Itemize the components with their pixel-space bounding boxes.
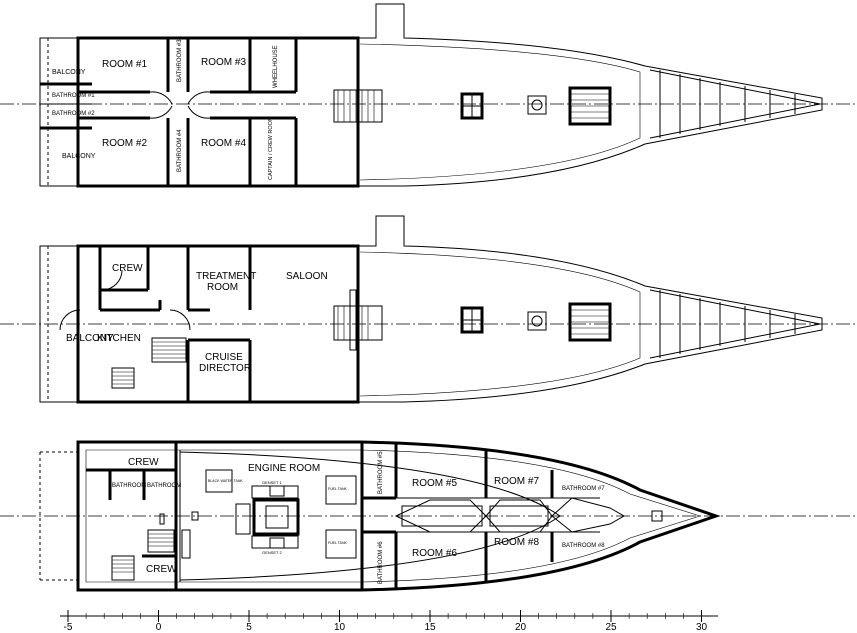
scale-tick-label: 25 [605,622,617,633]
label-genset-2: GENSET 2 [262,550,282,555]
label-genset-1: GENSET 1 [262,480,282,485]
label-kitchen: KITCHEN [97,333,141,344]
label-bathroom-4: BATHROOM #4 [177,129,183,172]
scale-tick-label: 20 [515,622,527,633]
label-crew-top: CREW [128,457,159,468]
label-bathroom-8: BATHROOM #8 [562,543,605,549]
label-saloon: SALOON [286,271,328,282]
label-balcony-main: BALCONY [66,333,114,344]
lower-deck: CREW BATHROOM BATHROOM CREW ENGINE ROOM … [0,440,857,592]
label-room-1: ROOM #1 [102,59,147,70]
label-room-6: ROOM #6 [412,548,457,559]
scale-tick-label: 30 [696,622,708,633]
scale-bar: -5 0 5 10 15 20 25 30 [60,610,718,633]
label-bathroom-6: BATHROOM #6 [378,541,384,584]
label-bathroom-a: BATHROOM [112,483,146,489]
label-fuel-tank-2: FUEL TANK [328,541,347,545]
scale-tick-label: 10 [334,622,346,633]
label-room-2: ROOM #2 [102,138,147,149]
label-engine-room: ENGINE ROOM [248,463,320,474]
label-balcony-top: BALCONY [52,69,86,76]
label-director: DIRECTOR [199,363,251,374]
label-room-4: ROOM #4 [201,138,246,149]
label-balcony-bottom: BALCONY [62,153,96,160]
label-wheelhouse: WHEELHOUSE [273,45,279,88]
scale-tick-label: -5 [64,622,73,633]
scale-tick-label: 0 [156,622,162,633]
label-bathroom-7: BATHROOM #7 [562,486,605,492]
lower-hull-outline [76,440,721,592]
main-hull-outline [39,215,823,403]
label-bathroom-1: BATHROOM #1 [52,93,95,99]
main-stair [333,305,383,341]
label-bathroom-2: BATHROOM #2 [52,111,95,117]
label-room-7: ROOM #7 [494,476,539,487]
label-room-5: ROOM #5 [412,478,457,489]
scale-tick-label: 15 [424,622,436,633]
label-cruise: CRUISE [205,352,243,363]
upper-stair [333,89,383,123]
label-bathroom-5: BATHROOM #5 [378,451,384,494]
label-room-8: ROOM #8 [494,537,539,548]
upper-hull-outline [39,3,823,187]
label-bathroom-3: BATHROOM #3 [177,39,183,82]
label-crew-bottom: CREW [146,564,177,575]
scale-tick-label: 5 [246,622,252,633]
label-fuel-tank-1: FUEL TANK [328,487,347,491]
label-bathroom-b: BATHROOM [147,483,181,489]
upper-deck: BALCONY BATHROOM #1 BATHROOM #2 BALCONY … [0,3,857,188]
label-crew-main: CREW [112,263,143,274]
main-deck: CREW TREATMENT ROOM SALOON BALCONY KITCH… [0,215,857,404]
upper-cabin-block [76,36,360,188]
label-treatment-room: ROOM [207,282,238,293]
label-room-3: ROOM #3 [201,57,246,68]
label-black-water-tank: BLACK WATER TANK [208,479,243,483]
label-treatment: TREATMENT [196,271,256,282]
label-captain-crew-room: CAPTAIN / CREW ROOM [268,116,274,180]
